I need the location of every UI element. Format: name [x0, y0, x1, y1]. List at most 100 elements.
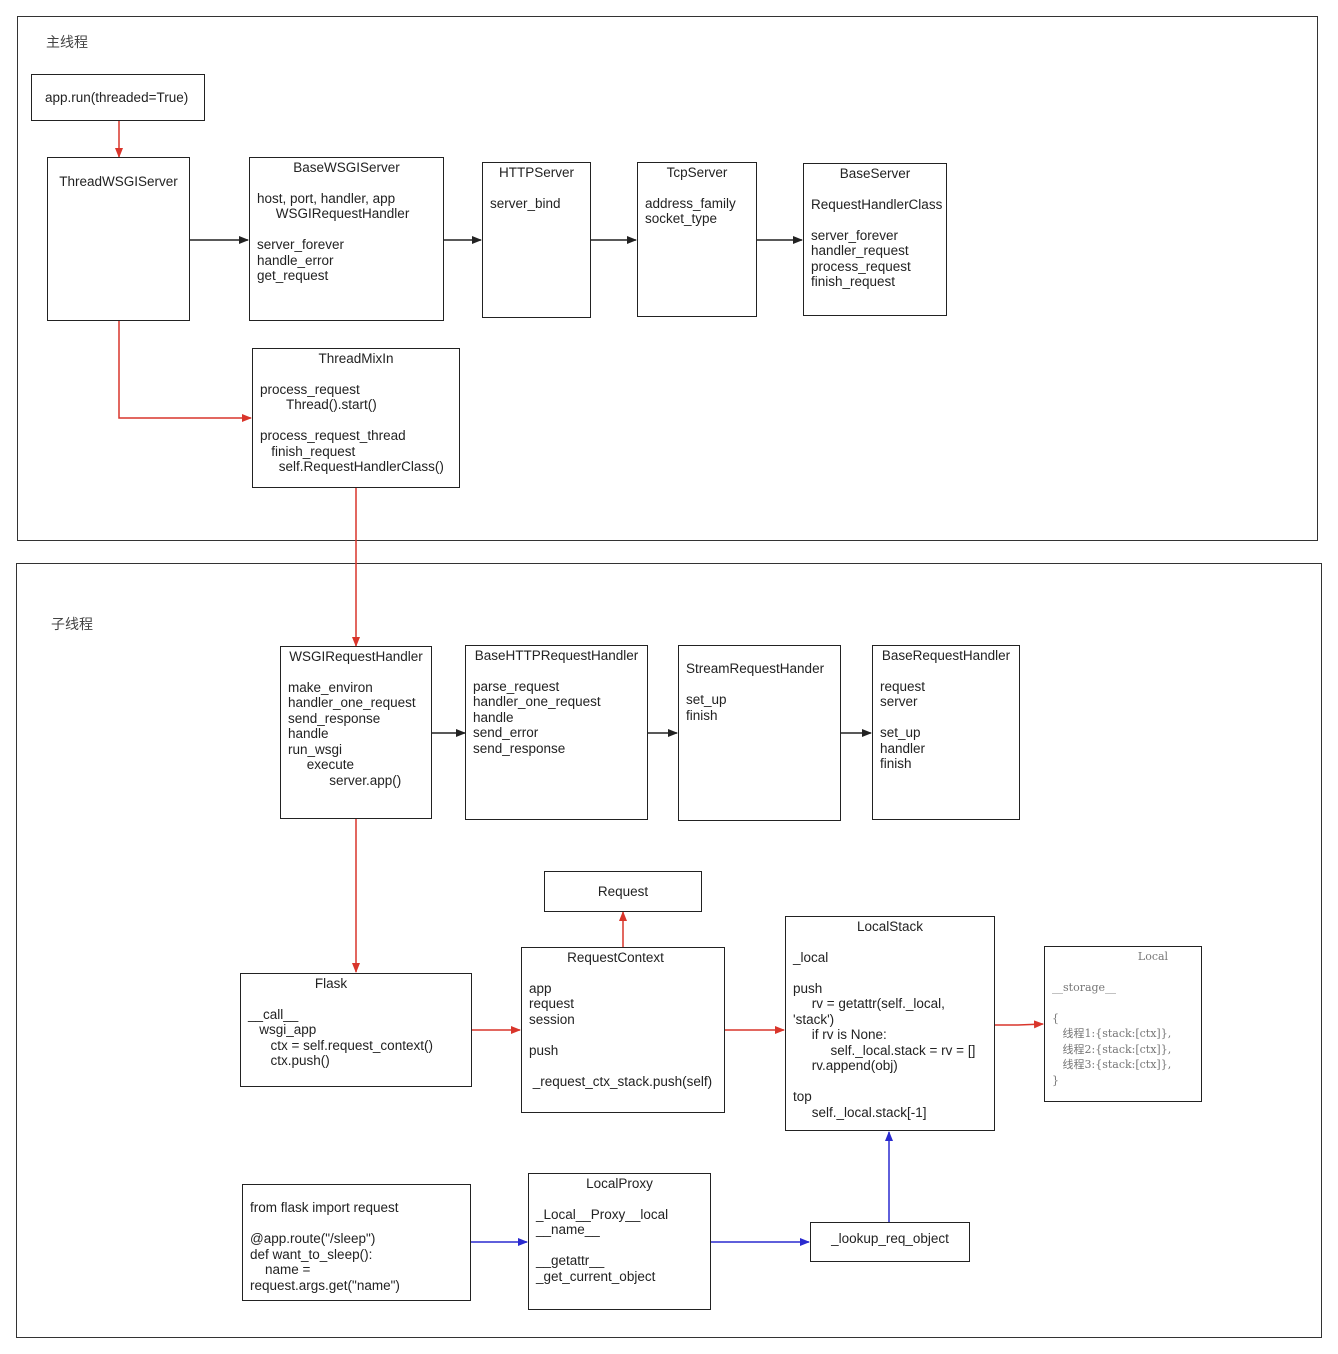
box-line: handler_request: [811, 243, 909, 258]
box-line: request: [529, 996, 575, 1011]
box-line: process_request: [260, 381, 360, 397]
box-line: get_request: [257, 268, 329, 283]
box-line: finish: [880, 756, 912, 771]
box-line: {: [1052, 1011, 1059, 1025]
box-line: send_response: [288, 710, 381, 726]
request-context-title: RequestContext: [567, 950, 664, 965]
box-line: [529, 1058, 722, 1074]
box-line: session: [529, 1011, 575, 1027]
box-line: make_environ: [288, 679, 373, 695]
box-line: rv.append(obj): [793, 1058, 898, 1073]
local-proxy-box: LocalProxy _Local__Proxy__local__name___…: [528, 1173, 711, 1310]
box-line: handler_one_request: [473, 694, 601, 709]
box-line: WSGIRequestHandler: [257, 206, 410, 221]
main-thread-label: 主线程: [46, 34, 88, 50]
box-line: finish_request: [260, 443, 356, 459]
box-line: server_bind: [490, 195, 561, 211]
box-line: server: [880, 694, 918, 709]
box-line: set_up: [686, 692, 727, 707]
box-line: [880, 710, 1017, 726]
box-line: top: [793, 1089, 812, 1104]
box-line: run_wsgi: [288, 741, 343, 757]
tcp-server-title: TcpServer: [666, 165, 728, 180]
thread-mixin-lines: process_request Thread().start()process_…: [260, 366, 457, 475]
box-line: push: [529, 1042, 559, 1058]
box-line: ctx = self.request_context(): [248, 1037, 433, 1053]
box-line: _local: [793, 949, 829, 965]
local-lines: __storage__{ 线程1:{stack:[ctx]}, 线程2:{sta…: [1052, 964, 1199, 1088]
base-server-title: BaseServer: [839, 166, 911, 181]
box-line: [473, 663, 645, 679]
box-line: if rv is None:: [793, 1027, 887, 1042]
request-box: Request: [544, 871, 702, 912]
base-wsgi-server-title: BaseWSGIServer: [293, 160, 400, 175]
box-line: [490, 180, 588, 196]
edge-localstack-local: [995, 1020, 1044, 1029]
box-line: host, port, handler, app: [257, 190, 396, 206]
box-line: _Local__Proxy__local: [536, 1206, 669, 1222]
box-line: finish: [686, 707, 718, 723]
box-line: handle_error: [257, 252, 334, 268]
box-line: [248, 991, 469, 1007]
base-wsgi-server-box: BaseWSGIServer host, port, handler, app …: [249, 157, 444, 321]
base-http-request-handler-title: BaseHTTPRequestHandler: [474, 648, 639, 663]
box-line: rv = getattr(self._local,: [793, 996, 945, 1011]
box-line: self._local.stack[-1]: [793, 1104, 927, 1120]
lookup-req-object-title: _lookup_req_object: [831, 1231, 949, 1246]
flask-lines: __call__ wsgi_app ctx = self.request_con…: [248, 991, 469, 1069]
thread-mixin-title: ThreadMixIn: [318, 351, 394, 366]
box-line: request.args.get("name"): [250, 1277, 400, 1293]
box-line: server.app(): [288, 772, 402, 788]
local-stack-title: LocalStack: [856, 919, 924, 934]
box-line: server_forever: [811, 227, 899, 243]
http-server-box: HTTPServer server_bind: [482, 162, 591, 318]
local-proxy-lines: _Local__Proxy__local__name____getattr___…: [536, 1191, 708, 1284]
box-line: [288, 664, 429, 680]
box-line: handle: [288, 726, 329, 741]
box-line: self._local.stack = rv = []: [793, 1042, 976, 1058]
box-line: wsgi_app: [248, 1022, 317, 1037]
http-server-title: HTTPServer: [498, 165, 574, 180]
box-line: RequestHandlerClass: [811, 196, 943, 212]
app-run-title: app.run(threaded=True): [45, 90, 189, 105]
thread-wsgi-server-box: ThreadWSGIServer: [47, 157, 190, 321]
flask-title: Flask: [314, 976, 348, 991]
box-line: [260, 366, 457, 382]
box-line: handle: [473, 709, 514, 725]
box-line: handler: [880, 740, 926, 756]
user-code-box: from flask import request@app.route("/sl…: [242, 1184, 471, 1301]
wsgi-request-handler-title: WSGIRequestHandler: [289, 649, 423, 664]
box-line: [1052, 995, 1199, 1011]
box-line: _request_ctx_stack.push(self): [529, 1073, 713, 1089]
user-code-lines: from flask import request@app.route("/sl…: [250, 1200, 468, 1293]
box-line: set_up: [880, 725, 921, 740]
box-line: address_family: [645, 195, 736, 211]
box-line: socket_type: [645, 211, 718, 226]
box-line: [529, 1027, 722, 1043]
app-run-box: app.run(threaded=True): [31, 74, 205, 121]
box-line: [536, 1191, 708, 1207]
box-line: __call__: [248, 1006, 299, 1022]
base-request-handler-title: BaseRequestHandler: [881, 648, 1011, 663]
box-line: __getattr__: [536, 1253, 605, 1268]
http-server-lines: server_bind: [490, 180, 588, 211]
box-line: process_request: [811, 258, 911, 274]
box-line: push: [793, 980, 823, 996]
box-line: 线程2:{stack:[ctx]},: [1052, 1042, 1172, 1056]
box-line: [257, 222, 441, 238]
box-line: [536, 1238, 708, 1254]
box-line: def want_to_sleep():: [250, 1246, 373, 1262]
local-title: Local: [1137, 950, 1169, 963]
base-wsgi-server-lines: host, port, handler, app WSGIRequestHand…: [257, 175, 441, 284]
box-line: finish_request: [811, 274, 896, 289]
box-line: execute: [288, 757, 355, 772]
